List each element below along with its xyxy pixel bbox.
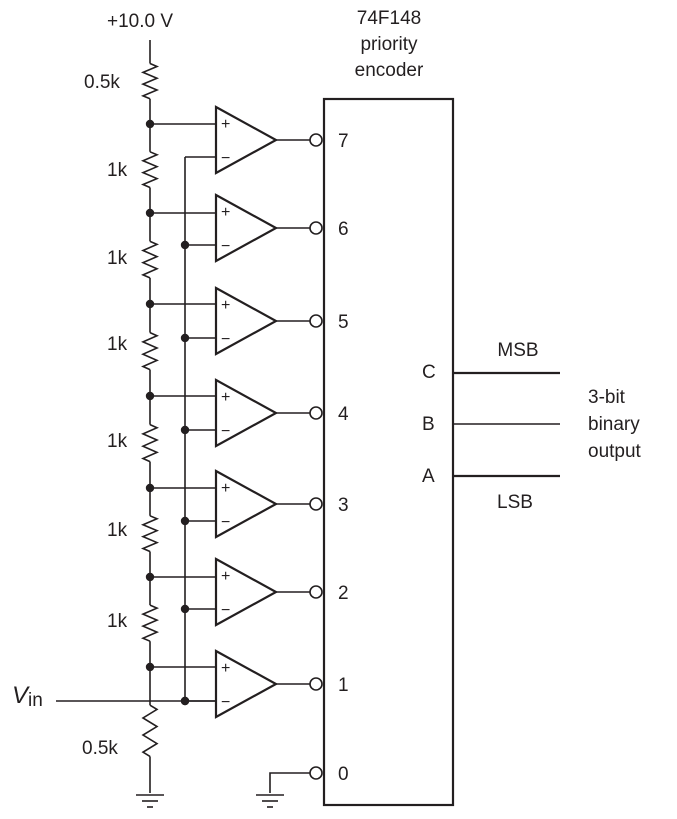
junction-dot: [180, 696, 190, 706]
vin-bus: [56, 157, 216, 706]
comparator-2: [214, 557, 279, 627]
encoder-title-line-2: priority: [360, 34, 418, 55]
pin-inversion-bubble: [309, 133, 323, 147]
pin-inversion-bubble: [309, 677, 323, 691]
resistor-value-label: 1k: [107, 520, 128, 541]
comparator-minus-sign: −: [221, 602, 230, 619]
comparator-7: [214, 105, 279, 175]
output-pin-a-label: A: [422, 466, 435, 487]
resistor-1: [140, 62, 160, 100]
resistor-7: [140, 604, 160, 642]
encoder-pin-5-label: 5: [338, 312, 349, 333]
resistor-value-label: 1k: [107, 431, 128, 452]
resistor-value-label: 1k: [107, 334, 128, 355]
output-description-line-1: 3-bit: [588, 387, 626, 408]
comparator-plus-sign: +: [221, 568, 230, 585]
priority-encoder-box: [322, 97, 455, 807]
output-pin-c-label: C: [422, 362, 436, 383]
resistor-5: [141, 423, 159, 463]
resistor-value-label: 0.5k: [84, 72, 120, 93]
pin-inversion-bubble: [309, 221, 323, 235]
comparator-3: [214, 469, 279, 539]
pin-0-ground-wire: [269, 772, 310, 793]
pin-inversion-bubble: [309, 497, 323, 511]
comparator-1: [214, 649, 279, 719]
lsb-label: LSB: [497, 492, 533, 513]
encoder-pin-3-label: 3: [338, 495, 349, 516]
output-description-line-3: output: [588, 441, 642, 462]
comparator-plus-sign: +: [221, 116, 230, 133]
comparator-bank: + − + − + − + − + − + − + −: [150, 105, 310, 719]
pin-inversion-bubble: [309, 766, 323, 780]
supply-voltage-label: +10.0 V: [107, 11, 173, 32]
comparator-minus-sign: −: [221, 694, 230, 711]
comparator-minus-sign: −: [221, 514, 230, 531]
msb-label: MSB: [497, 340, 538, 361]
comparator-minus-sign: −: [221, 238, 230, 255]
resistor-3: [140, 240, 160, 279]
output-description-line-2: binary: [588, 414, 640, 435]
encoder-pin-0-label: 0: [338, 764, 349, 785]
ground-symbols: [136, 794, 284, 808]
encoder-pin-7-label: 7: [338, 131, 349, 152]
comparator-plus-sign: +: [221, 389, 230, 406]
comparator-5: [214, 286, 279, 356]
resistor-8: [141, 704, 159, 758]
resistor-value-label: 1k: [107, 611, 128, 632]
pin-inversion-bubble: [309, 406, 323, 420]
encoder-pin-2-label: 2: [338, 583, 349, 604]
comparator-minus-sign: −: [221, 150, 230, 167]
comparator-plus-sign: +: [221, 297, 230, 314]
pin-inversion-bubble: [309, 585, 323, 599]
encoder-title-line-3: encoder: [355, 60, 424, 81]
vin-label: Vin: [12, 682, 43, 711]
comparator-4: [214, 378, 279, 448]
comparator-6: [214, 193, 279, 263]
resistor-value-label: 1k: [107, 248, 128, 269]
comparator-minus-sign: −: [221, 331, 230, 348]
encoder-title-line-1: 74F148: [357, 8, 421, 29]
encoder-input-pins: 7 6 5 4 3 2 1 0: [269, 131, 349, 793]
resistor-6: [140, 515, 160, 553]
encoder-pin-1-label: 1: [338, 675, 349, 696]
encoder-pin-4-label: 4: [338, 404, 349, 425]
comparator-plus-sign: +: [221, 204, 230, 221]
comparator-plus-sign: +: [221, 480, 230, 497]
comparator-plus-sign: +: [221, 660, 230, 677]
comparator-minus-sign: −: [221, 423, 230, 440]
resistor-value-label: 0.5k: [82, 738, 118, 759]
pin-inversion-bubble: [309, 314, 323, 328]
resistor-4: [141, 331, 159, 371]
encoder-pin-6-label: 6: [338, 219, 349, 240]
resistor-2: [140, 151, 160, 189]
output-pin-b-label: B: [422, 414, 435, 435]
resistor-ladder: 0.5k 1k 1k 1k 1k 1k 1k 0.5k: [82, 40, 160, 793]
resistor-value-label: 1k: [107, 160, 128, 181]
